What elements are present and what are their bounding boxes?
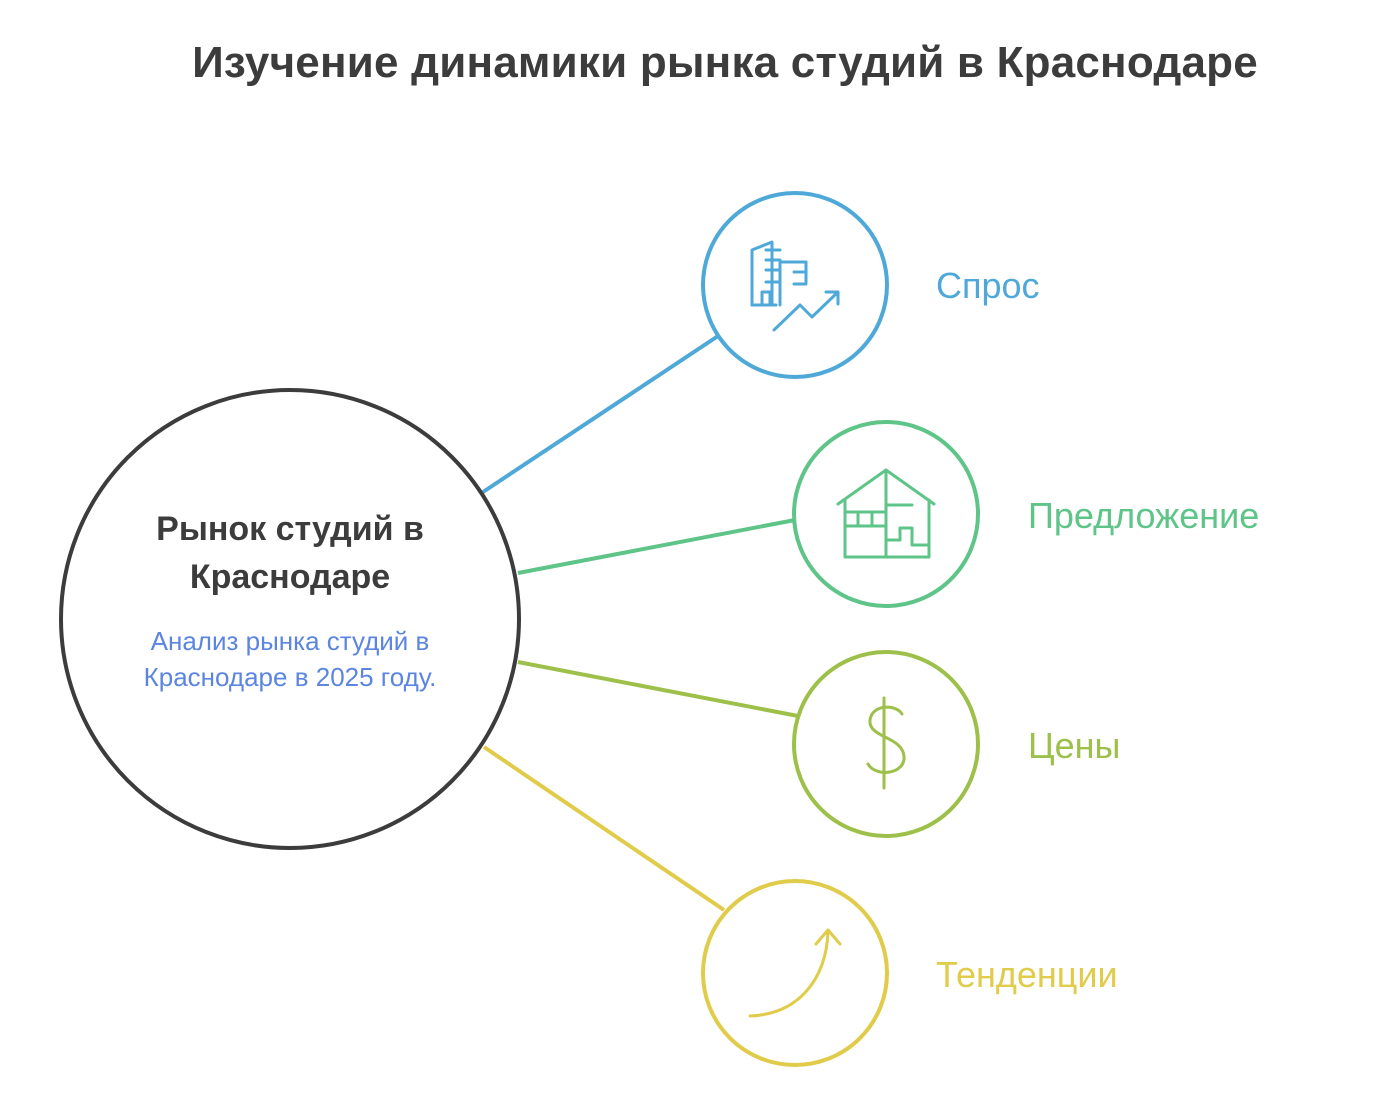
node-trends-circle bbox=[701, 879, 889, 1067]
buildings-growth-icon bbox=[750, 240, 840, 332]
node-demand bbox=[701, 191, 889, 379]
connector-demand bbox=[481, 334, 720, 494]
center-node-text: Рынок студий в Краснодаре Анализ рынка с… bbox=[100, 505, 480, 695]
connector-prices bbox=[517, 660, 799, 718]
center-description: Анализ рынка студий в Краснодаре в 2025 … bbox=[143, 626, 437, 692]
node-prices bbox=[792, 650, 980, 838]
label-trends: Тенденции bbox=[936, 954, 1118, 995]
node-prices-circle bbox=[792, 650, 980, 838]
label-prices: Цены bbox=[1028, 725, 1121, 766]
trend-up-arrow-icon bbox=[748, 928, 842, 1018]
house-floorplan-icon bbox=[836, 468, 936, 559]
node-trends bbox=[701, 879, 889, 1067]
page-title: Изучение динамики рынка студий в Краснод… bbox=[192, 38, 1258, 87]
connector-supply bbox=[517, 518, 796, 575]
center-heading: Рынок студий в Краснодаре bbox=[156, 510, 424, 596]
label-demand: Спрос bbox=[936, 265, 1040, 306]
center-circle bbox=[59, 388, 521, 850]
dollar-sign-icon bbox=[866, 696, 906, 790]
node-supply bbox=[792, 420, 980, 608]
connector-trends bbox=[482, 745, 726, 912]
label-supply: Предложение bbox=[1028, 495, 1260, 536]
